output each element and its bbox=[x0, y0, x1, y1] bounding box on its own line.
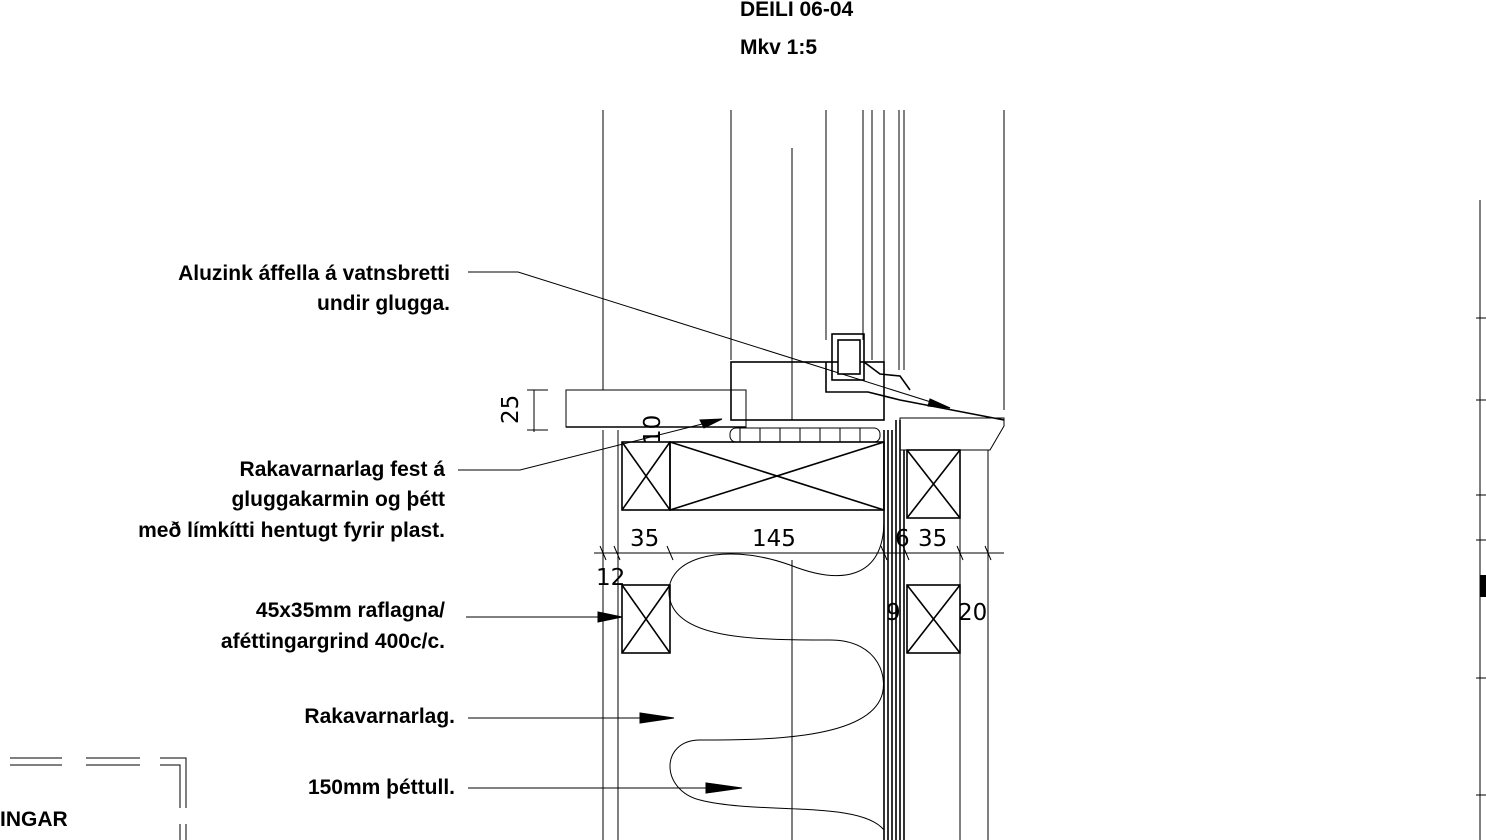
insulation-symbol bbox=[668, 519, 885, 831]
annotation-vapour-barrier: Rakavarnarlag. bbox=[304, 705, 455, 728]
inner-window-sill bbox=[565, 389, 747, 428]
window-frame-profile bbox=[730, 333, 1005, 421]
backer-rod bbox=[729, 427, 881, 443]
sheet-border-mark bbox=[1480, 575, 1486, 597]
annotation-text: gluggakarmin og þétt bbox=[231, 488, 445, 511]
timber-members bbox=[621, 441, 961, 654]
annotation-text: undir glugga. bbox=[317, 292, 450, 315]
dim-gap-small: 6 bbox=[895, 526, 910, 552]
dim-stud-main: 145 bbox=[752, 526, 796, 552]
drawing-scale: Mkv 1:5 bbox=[740, 36, 817, 59]
annotation-insulation: 150mm þéttull. bbox=[308, 776, 455, 799]
stud-right-top bbox=[906, 449, 961, 519]
sheathing-layers bbox=[883, 420, 905, 840]
dim-sill-height: 25 bbox=[498, 395, 524, 424]
annotation-service-grid: 45x35mm raflagna/ aféttingargrind 400c/c… bbox=[221, 599, 445, 653]
title-block-text: INGAR bbox=[0, 808, 68, 831]
dim-offset-left: 12 bbox=[596, 565, 625, 591]
dim-offset-right: 20 bbox=[958, 600, 987, 626]
arrow-head bbox=[705, 782, 743, 794]
glazing-bead bbox=[831, 333, 865, 381]
annotation-text: með límkítti hentugt fyrir plast. bbox=[138, 519, 445, 542]
dimension-lines bbox=[527, 389, 1004, 561]
annotation-text: Aluzink áffella á vatnsbretti bbox=[178, 262, 450, 285]
flashing-profile bbox=[825, 362, 1005, 421]
backer-rod-row bbox=[729, 427, 881, 443]
frame-block bbox=[730, 361, 885, 421]
annotation-text: Rakavarnarlag fest á bbox=[240, 458, 446, 481]
drawing-title: DEILI 06-04 bbox=[740, 0, 854, 21]
grid-batten-left bbox=[621, 584, 671, 654]
arrow-head bbox=[639, 712, 675, 724]
frame-seal bbox=[863, 361, 911, 391]
stud-left-top bbox=[621, 441, 671, 511]
leader-vapour-fixing bbox=[458, 419, 719, 471]
annotation-flashing: Aluzink áffella á vatnsbretti undir glug… bbox=[178, 262, 450, 315]
annotation-text: aféttingargrind 400c/c. bbox=[221, 630, 445, 653]
outer-window-sill bbox=[899, 417, 1005, 451]
wall-section-lines bbox=[602, 110, 1005, 840]
sheet-border-right bbox=[1476, 200, 1486, 840]
annotation-vapour-barrier-fixing: Rakavarnarlag fest á gluggakarmin og þét… bbox=[138, 458, 445, 542]
sill-hatch bbox=[899, 417, 1005, 451]
arrow-head bbox=[699, 418, 723, 429]
arrow-head bbox=[597, 611, 623, 623]
dim-board: 9 bbox=[886, 600, 901, 626]
leader-lines bbox=[458, 271, 951, 794]
glazing-unit bbox=[837, 339, 861, 375]
title-block-corner bbox=[10, 757, 187, 840]
grid-batten-right bbox=[906, 584, 961, 654]
leader-flashing bbox=[468, 271, 951, 409]
dim-stud-left: 35 bbox=[630, 526, 659, 552]
dim-stud-right: 35 bbox=[918, 526, 947, 552]
dim-sill-gap: 10 bbox=[640, 415, 666, 444]
annotation-text: 45x35mm raflagna/ bbox=[256, 599, 445, 622]
header-beam bbox=[669, 441, 885, 511]
